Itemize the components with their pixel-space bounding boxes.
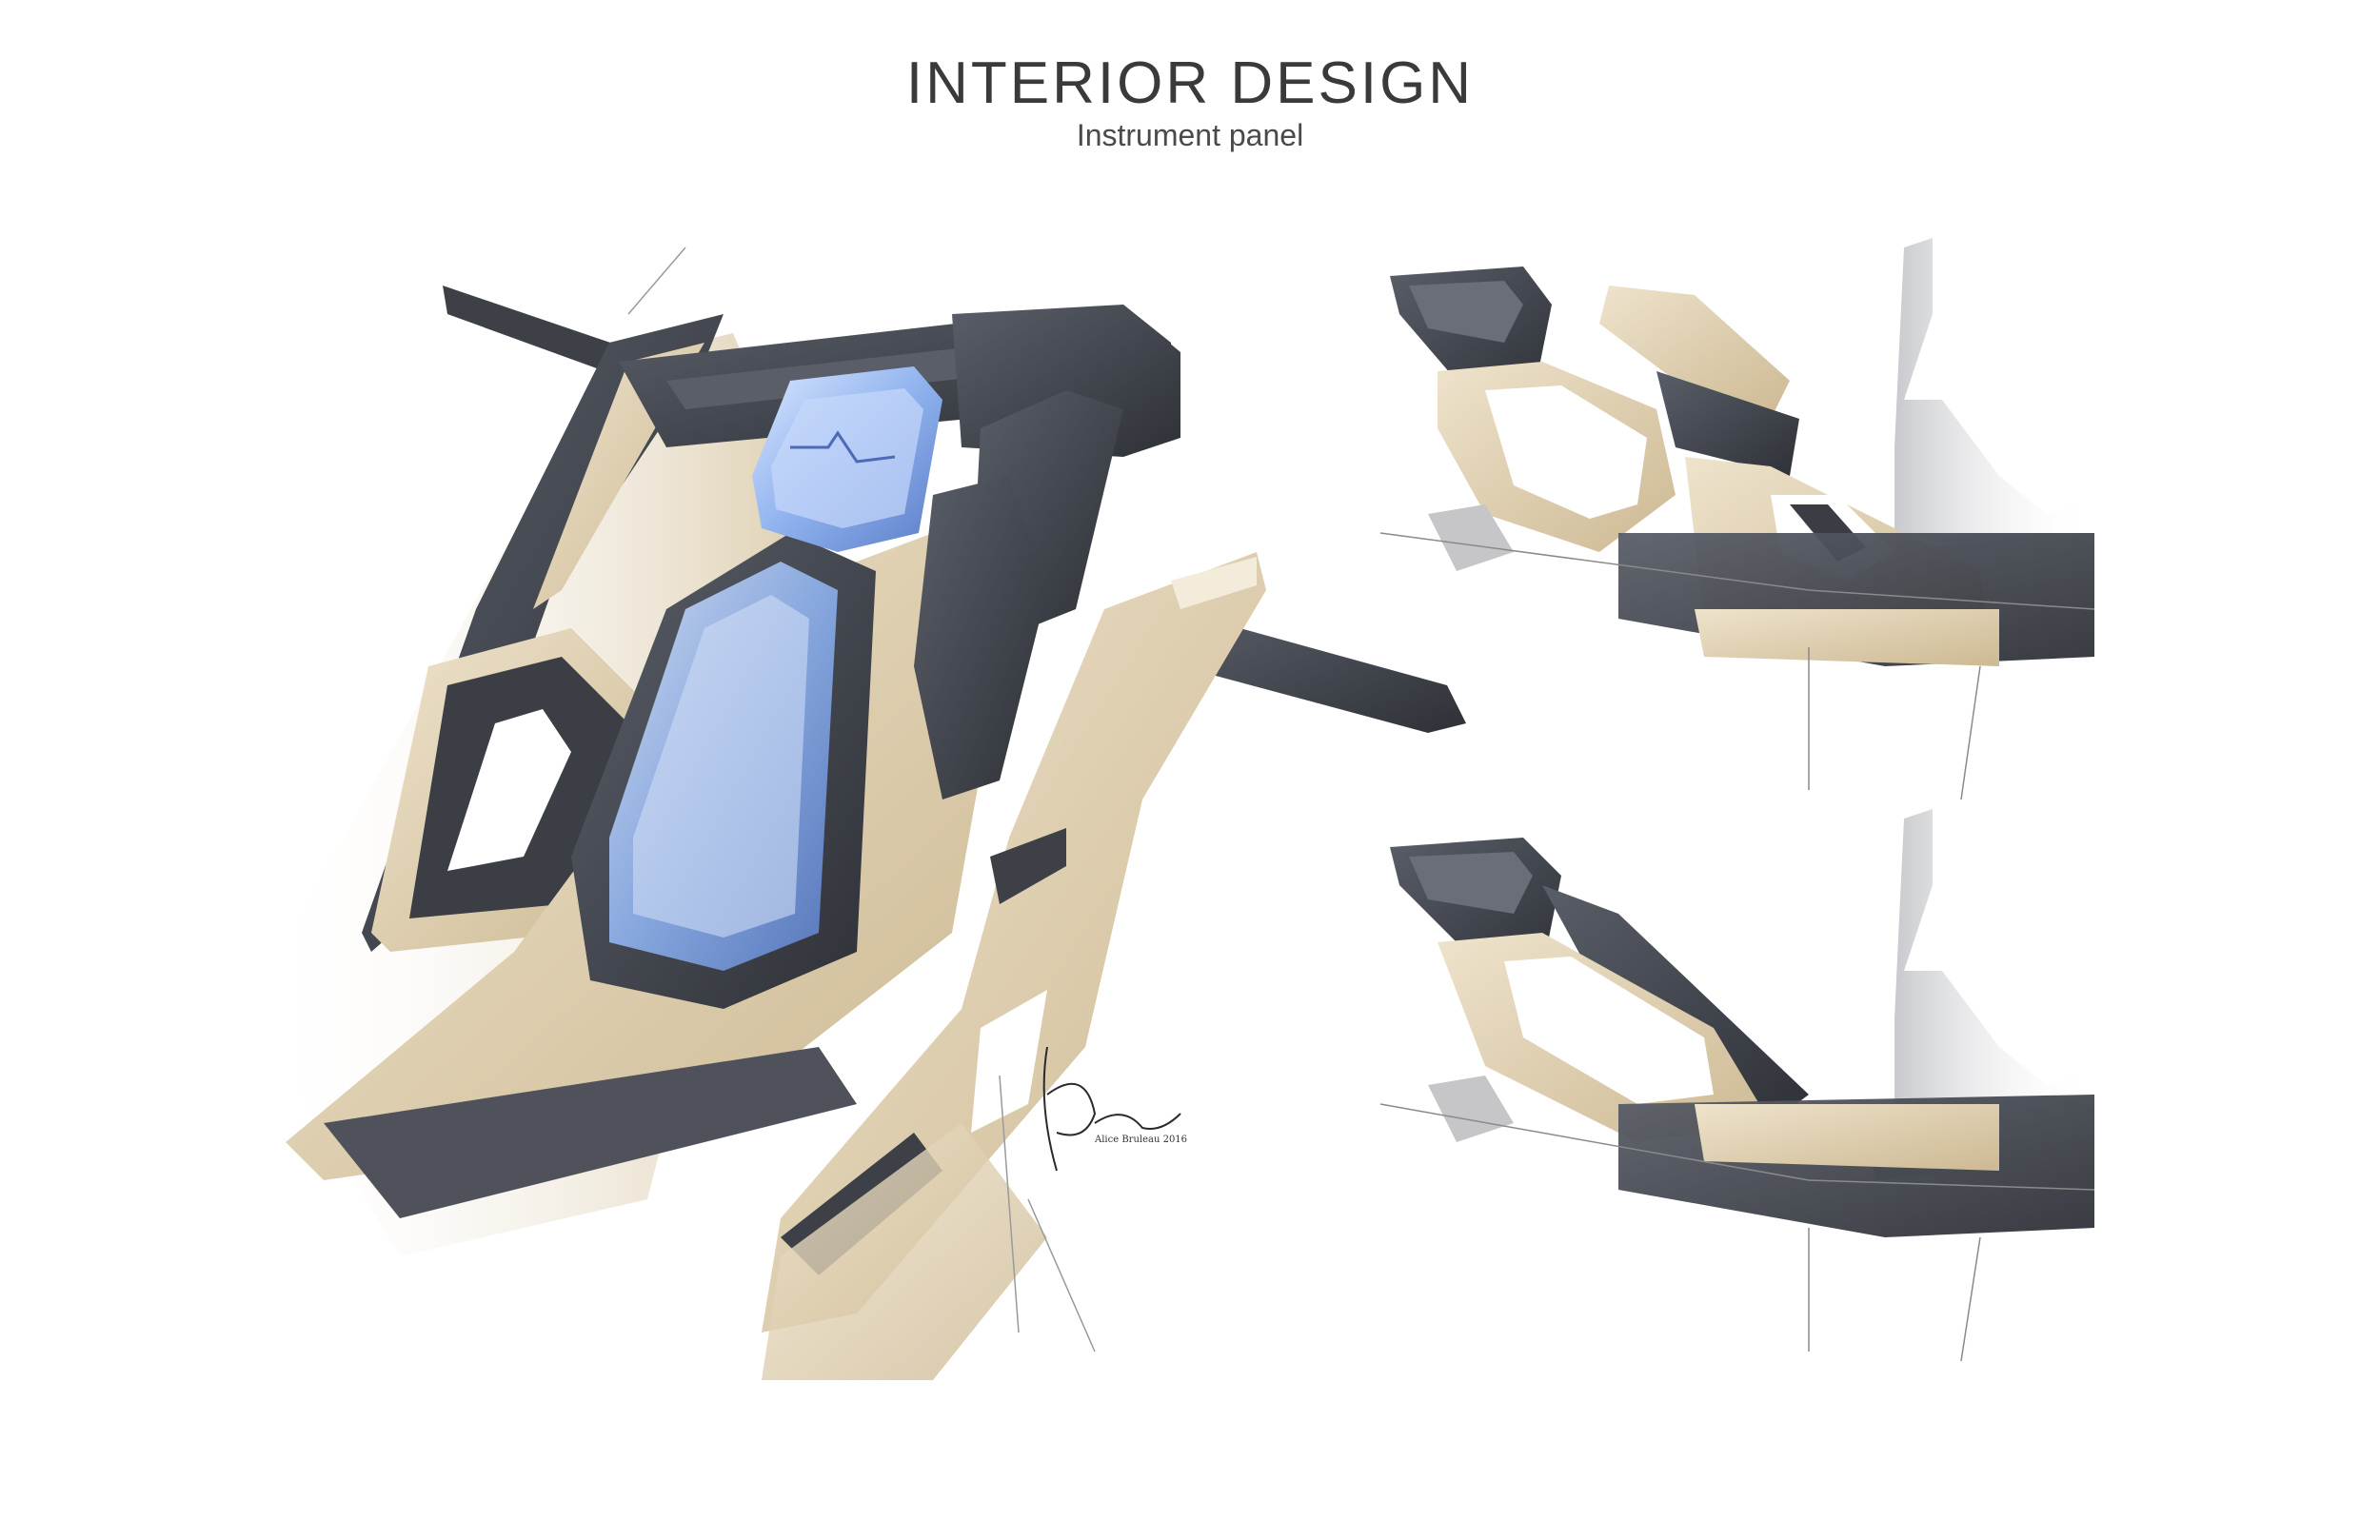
variant-sketch-b <box>1379 809 2095 1362</box>
artist-signature: Alice Bruleau 2016 <box>1042 1046 1187 1172</box>
signature-text: Alice Bruleau 2016 <box>1094 1135 1187 1145</box>
floating-display <box>752 366 942 552</box>
page-title: INTERIOR DESIGN <box>905 50 1475 116</box>
page-subtitle: Instrument panel <box>1076 118 1304 152</box>
variant-sketch-a <box>1379 238 2095 800</box>
main-sketch <box>248 247 1466 1380</box>
